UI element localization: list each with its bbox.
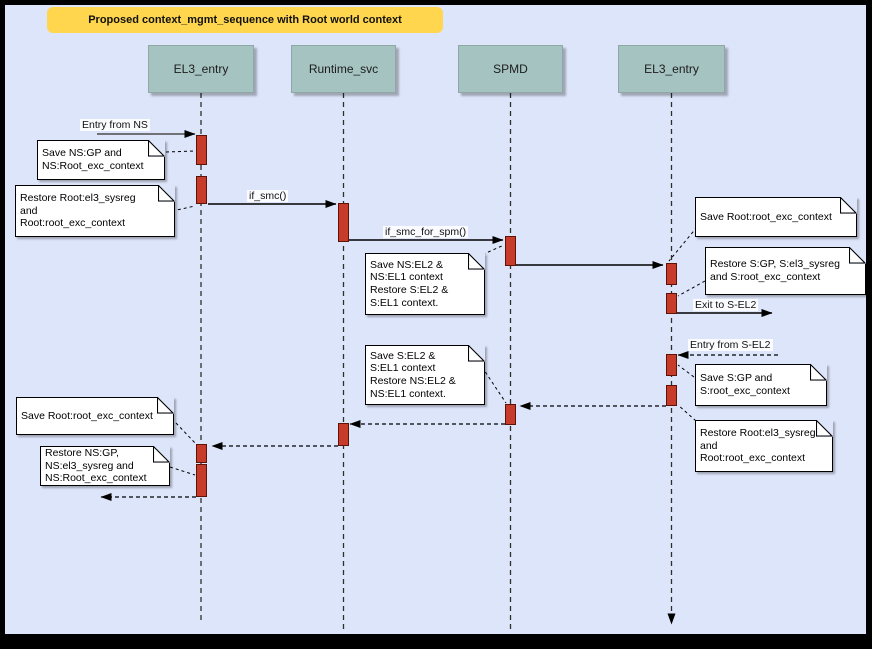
note-fold-icon — [153, 446, 170, 463]
lifeline-label: EL3_entry — [173, 62, 229, 76]
lifeline-header-el3-entry-1: EL3_entry — [148, 45, 254, 93]
note-text: Restore S:GP, S:el3_sysreg and S:root_ex… — [710, 258, 840, 283]
activation-bar-el3-2-d — [666, 385, 677, 406]
activation-bar-spmd-b — [505, 404, 516, 425]
activation-bar-el3-2-a — [666, 263, 677, 285]
note-fold-icon — [840, 197, 857, 214]
connector-note-7 — [677, 404, 697, 422]
activation-bar-el3-1-b — [196, 176, 207, 204]
note-restore-s-gp: Restore S:GP, S:el3_sysreg and S:root_ex… — [705, 247, 866, 295]
frame-border-right — [866, 0, 872, 649]
note-text: Save S:EL2 & S:EL1 context Restore NS:EL… — [370, 349, 456, 400]
note-save-ns-el2: Save NS:EL2 & NS:EL1 context Restore S:E… — [365, 253, 485, 315]
note-text: Save NS:EL2 & NS:EL1 context Restore S:E… — [370, 258, 449, 309]
note-text: Restore Root:el3_sysreg and Root:root_ex… — [20, 192, 136, 230]
note-text: Save NS:GP and NS:Root_exc_context — [42, 147, 144, 172]
connector-note-1 — [165, 150, 196, 153]
lifeline-label: SPMD — [493, 62, 528, 76]
message-label-if-smc-for-spm: if_smc_for_spm() — [383, 226, 469, 238]
connector-note-5 — [677, 280, 706, 297]
message-label-entry-from-ns: Entry from NS — [80, 119, 150, 131]
frame-border-left — [0, 0, 5, 649]
note-text: Restore NS:GP, NS:el3_sysreg and NS:Root… — [45, 447, 147, 485]
message-label-if-smc: if_smc() — [247, 190, 289, 202]
note-fold-icon — [816, 420, 833, 437]
activation-bar-el3-2-b — [666, 293, 677, 314]
activation-bar-el3-2-c — [666, 354, 677, 376]
connector-note-2 — [171, 205, 196, 212]
message-label-entry-from-s-el2: Entry from S-EL2 — [688, 339, 773, 351]
connector-note-3 — [476, 244, 505, 258]
note-fold-icon — [810, 364, 827, 381]
diagram-title: Proposed context_mgmt_sequence with Root… — [47, 7, 443, 33]
connector-note-6 — [677, 364, 695, 378]
note-fold-icon — [148, 140, 165, 157]
activation-bar-runtime-a — [338, 203, 349, 242]
lifeline-label: Runtime_svc — [308, 62, 379, 76]
connector-note-8 — [481, 366, 507, 404]
note-save-ns-gp: Save NS:GP and NS:Root_exc_context — [37, 140, 165, 180]
note-save-root-exc-context-left: Save Root:root_exc_context — [16, 397, 174, 435]
note-fold-icon — [849, 247, 866, 264]
note-fold-icon — [158, 185, 175, 202]
lifeline-header-runtime-svc: Runtime_svc — [291, 45, 396, 93]
activation-bar-el3-1-c — [196, 444, 207, 463]
activation-bar-runtime-b — [338, 423, 349, 446]
note-save-s-el2: Save S:EL2 & S:EL1 context Restore NS:EL… — [365, 345, 485, 405]
activation-bar-el3-1-d — [196, 464, 207, 497]
connector-note-9 — [175, 422, 197, 445]
note-text: Restore Root:el3_sysreg and Root:root_ex… — [700, 427, 816, 465]
note-text: Save Root:root_exc_context — [21, 409, 153, 422]
lifeline-header-spmd: SPMD — [458, 45, 563, 93]
message-label-exit-to-s-el2: Exit to S-EL2 — [693, 299, 759, 311]
activation-bar-el3-1-a — [196, 135, 207, 165]
note-fold-icon — [468, 345, 485, 362]
frame-border-top — [0, 0, 872, 5]
note-restore-root-el3-sysreg-1: Restore Root:el3_sysreg and Root:root_ex… — [15, 185, 175, 237]
note-fold-icon — [157, 397, 174, 414]
frame-border-bottom — [0, 634, 872, 649]
connector-note-4 — [668, 226, 698, 262]
note-fold-icon — [468, 253, 485, 270]
lifeline-label: EL3_entry — [644, 62, 699, 76]
note-text: Save Root:root_exc_context — [700, 210, 832, 223]
lifeline-header-el3-entry-2: EL3_entry — [618, 45, 725, 93]
note-restore-ns-gp: Restore NS:GP, NS:el3_sysreg and NS:Root… — [40, 446, 170, 486]
note-save-root-exc-context-right: Save Root:root_exc_context — [695, 197, 857, 237]
note-save-s-gp: Save S:GP and S:root_exc_context — [695, 364, 827, 406]
activation-bar-spmd-a — [505, 236, 516, 266]
note-text: Save S:GP and S:root_exc_context — [700, 372, 790, 397]
connector-note-10 — [169, 466, 196, 476]
note-restore-root-el3-sysreg-2: Restore Root:el3_sysreg and Root:root_ex… — [695, 420, 833, 472]
